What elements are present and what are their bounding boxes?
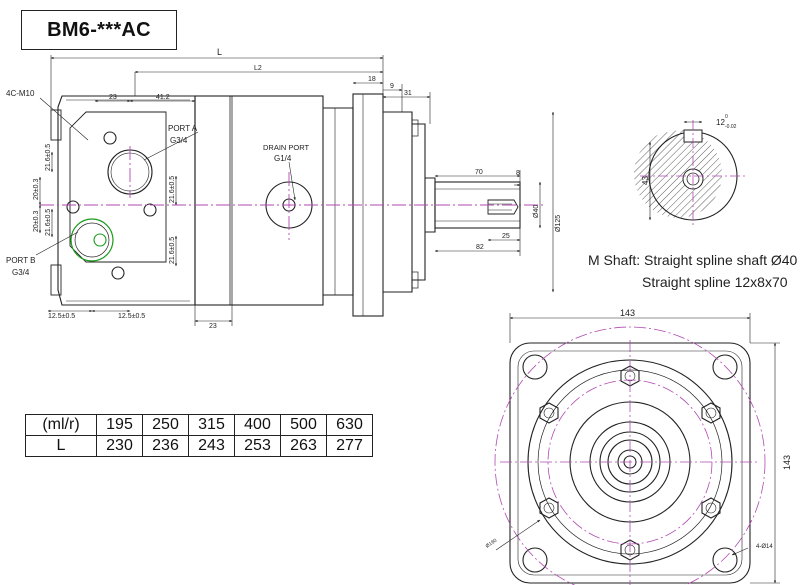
dim-21-6-c: 21.6±0.5 (169, 176, 176, 203)
table-cell: 500 (280, 414, 327, 436)
shaft-section-view: 12 0 -0.02 43 (634, 114, 745, 228)
shaft-section-hatch (634, 130, 723, 218)
dim-143-v: 143 (782, 455, 792, 470)
table-cell: 230 (96, 435, 143, 457)
dim-23-bottom: 23 (209, 323, 217, 330)
housing (194, 95, 324, 306)
side-dimension-labels: L L2 18 9 31 23 41.2 23 12.5±0.5 12.5±0.… (33, 47, 562, 330)
dim-9: 9 (390, 83, 394, 90)
drain-port-label: DRAIN PORT (263, 143, 310, 152)
svg-text:-0.02: -0.02 (725, 124, 737, 130)
port-a-thread: G3/4 (170, 136, 188, 145)
table-cell: 263 (280, 435, 327, 457)
dim-143-h: 143 (620, 308, 635, 318)
table-cell: 315 (188, 414, 235, 436)
table-cell: 236 (142, 435, 189, 457)
dim-8: 8 (516, 170, 520, 177)
drain-thread: G1/4 (274, 154, 292, 163)
dim-bolt-hole: 4-Ø14 (756, 544, 773, 550)
table-cell: 630 (326, 414, 373, 436)
dim-shaft-dia: Ø40 (533, 205, 540, 218)
row-label-displacement: (ml/r) (25, 414, 97, 436)
dim-12-5-right: 12.5±0.5 (118, 313, 145, 320)
table-cell: 195 (96, 414, 143, 436)
front-dimensions (495, 313, 780, 584)
table-cell: 243 (188, 435, 235, 457)
table-row: L 230 236 243 253 263 277 (25, 435, 373, 457)
front-dimension-labels: 143 143 Ø160 4-Ø14 (485, 308, 792, 550)
side-dimensions (35, 55, 555, 326)
dim-21-6-d: 21.6±0.5 (169, 237, 176, 264)
dim-21-6-a: 21.6±0.5 (45, 144, 52, 171)
dim-70: 70 (475, 169, 483, 176)
dim-31: 31 (404, 90, 412, 97)
dim-23-top: 23 (109, 94, 117, 101)
dim-L: L (217, 47, 222, 57)
port-b-thread: G3/4 (12, 268, 30, 277)
dim-bolt-circle: Ø160 (485, 538, 499, 550)
thread-label: 4C-M10 (6, 89, 35, 98)
bolt-hole-tl (522, 354, 548, 380)
port-b-label: PORT B (6, 256, 36, 265)
dim-21-6-b: 21.6±0.5 (45, 209, 52, 236)
shaft-note-line2: Straight spline 12x8x70 (642, 274, 788, 290)
dim-18: 18 (368, 76, 376, 83)
dim-12: 12 (716, 118, 725, 127)
table-cell: 250 (142, 414, 189, 436)
table-cell: 400 (234, 414, 281, 436)
side-view (50, 93, 521, 317)
shaft-note-line1: M Shaft: Straight spline shaft Ø40 (588, 252, 798, 268)
dim-L2: L2 (254, 65, 262, 72)
displacement-table: (ml/r) 195 250 315 400 500 630 L 230 236… (25, 414, 373, 457)
title-box: BM6-***AC (21, 10, 177, 50)
row-label-length: L (25, 435, 97, 457)
dim-12-5-left: 12.5±0.5 (48, 313, 75, 320)
bolt-hole-tr (712, 354, 738, 380)
dim-43: 43 (641, 176, 650, 185)
dim-20-b: 20±0.3 (33, 211, 40, 232)
table-cell: 277 (326, 435, 373, 457)
bolt-hole-bl (522, 547, 548, 573)
table-cell: 253 (234, 435, 281, 457)
port-labels: 4C-M10 PORT A G3/4 PORT B G3/4 DRAIN POR… (6, 89, 310, 277)
dim-41-2: 41.2 (156, 94, 170, 101)
bolt-hole-br (712, 547, 738, 573)
centerlines (40, 146, 545, 240)
dim-25: 25 (502, 233, 510, 240)
model-title: BM6-***AC (47, 19, 151, 41)
rotor-section (323, 107, 354, 296)
dim-20-a: 20±0.3 (33, 179, 40, 200)
front-centerlines (494, 326, 766, 585)
dim-pilot-dia: Ø125 (555, 215, 562, 232)
dim-82: 82 (476, 244, 484, 251)
table-row: (ml/r) 195 250 315 400 500 630 (25, 414, 373, 436)
port-face-outline (69, 111, 167, 263)
port-a-label: PORT A (168, 124, 198, 133)
port-b-circle (70, 218, 114, 262)
svg-text:0: 0 (725, 114, 728, 120)
